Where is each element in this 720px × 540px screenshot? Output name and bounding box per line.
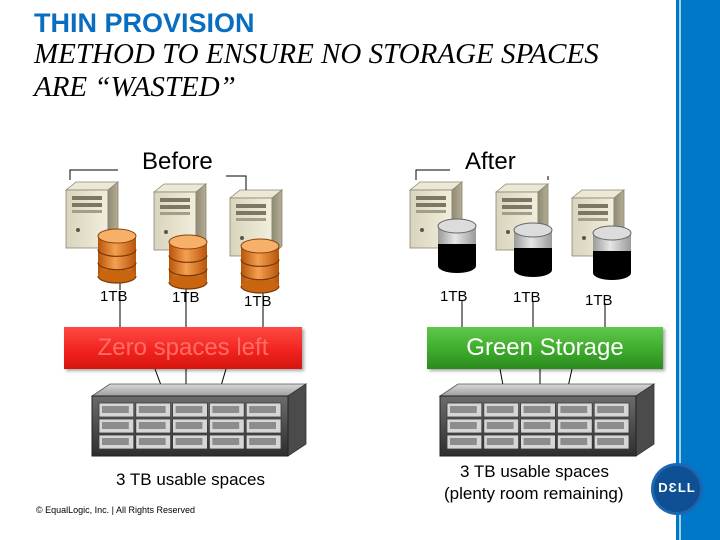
dell-logo-text: DƐLL	[658, 480, 696, 495]
after-disk-icon-2	[513, 222, 553, 277]
arrays-layer	[90, 383, 656, 457]
after-disk-icon-1	[437, 218, 477, 273]
slide-subtitle: METHOD TO ENSURE NO STORAGE SPACES ARE “…	[34, 38, 599, 103]
after-server-icon-1	[408, 181, 464, 249]
servers-layer	[64, 181, 626, 257]
before-disk-icon-2	[168, 234, 208, 290]
slide-title: THIN PROVISION	[34, 8, 255, 38]
disks-layer	[97, 218, 632, 294]
before-volume-label-1: 1TB	[100, 288, 128, 305]
after-caption-line2: (plenty room remaining)	[444, 484, 624, 503]
before-server-icon-1	[64, 181, 120, 249]
dell-logo-icon	[651, 463, 703, 515]
after-storage-array-icon	[438, 383, 656, 457]
side-accent-rule	[679, 0, 681, 540]
copyright-text: © EqualLogic, Inc. | All Rights Reserved	[36, 505, 196, 515]
before-caption: 3 TB usable spaces	[116, 470, 265, 489]
before-volume-label-3: 1TB	[244, 293, 272, 310]
after-heading: After	[465, 148, 516, 175]
after-volume-label-3: 1TB	[585, 292, 613, 309]
before-heading: Before	[142, 148, 213, 175]
side-accent-bar	[676, 0, 720, 540]
after-caption-line1: 3 TB usable spaces	[460, 462, 609, 481]
before-volume-label-2: 1TB	[172, 289, 200, 306]
after-disk-icon-3	[592, 225, 632, 280]
before-server-icon-3	[228, 189, 284, 257]
green-storage-bar: Green Storage	[427, 327, 663, 369]
before-disk-icon-3	[240, 238, 280, 294]
zero-spaces-bar: Zero spaces left	[64, 327, 302, 369]
before-disk-icon-1	[97, 228, 137, 284]
after-volume-label-1: 1TB	[440, 288, 468, 305]
after-volume-label-2: 1TB	[513, 289, 541, 306]
before-storage-array-icon	[90, 383, 308, 457]
